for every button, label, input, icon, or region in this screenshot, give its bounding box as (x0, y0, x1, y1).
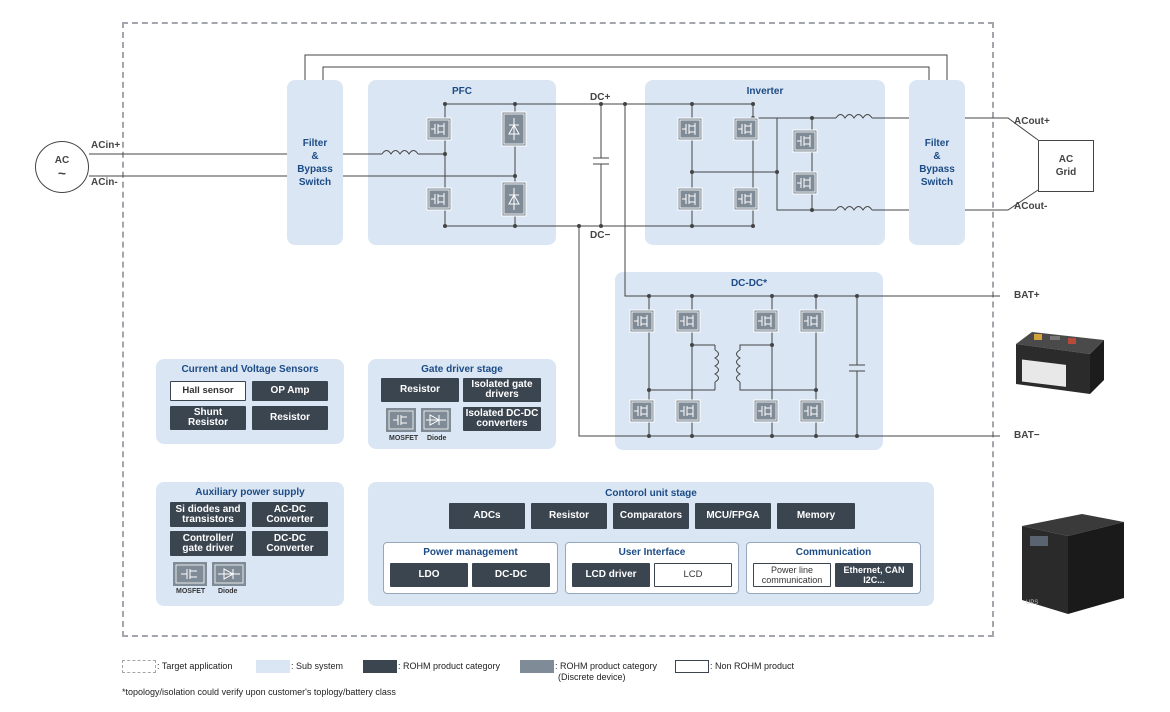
aux-mosfet-icon (173, 562, 207, 586)
hall-sensor-box: Hall sensor (170, 381, 246, 401)
control-resistor-box: Resistor (531, 503, 607, 529)
gate-diode-icon (421, 408, 451, 432)
communication-title: Communication (795, 547, 872, 558)
gate-diode-label: Diode (427, 435, 447, 442)
bat-minus-label: BAT− (1014, 430, 1040, 441)
filter-bypass-left-panel (287, 80, 343, 245)
inverter-panel: Inverter (645, 80, 885, 245)
dcdc-panel: DC-DC* (615, 272, 883, 450)
legend-non-rohm-swatch (675, 660, 709, 673)
legend-non-rohm-label: : Non ROHM product (710, 661, 795, 671)
ac-in-plus-label: ACin+ (91, 140, 121, 151)
pm-dc-dc-box: DC-DC (472, 563, 550, 587)
pfc-title: PFC (452, 86, 472, 97)
comparators-box: Comparators (613, 503, 689, 529)
legend-target-label: : Target application (157, 661, 233, 671)
ac-out-plus-label: ACout+ (1014, 116, 1050, 127)
target-application-boundary (122, 22, 994, 637)
adcs-box: ADCs (449, 503, 525, 529)
ac-in-minus-label: ACin- (91, 177, 118, 188)
aux-diode-label: Diode (218, 588, 238, 595)
gate-driver-panel: Gate driver stage (368, 359, 556, 449)
sensors-title: Current and Voltage Sensors (181, 364, 319, 375)
battery-image (1016, 332, 1104, 394)
power-management-title: Power management (423, 547, 518, 558)
legend-rohm-swatch (363, 660, 397, 673)
legend-discrete-swatch (520, 660, 554, 673)
sensors-panel: Current and Voltage Sensors (156, 359, 344, 444)
aux-title: Auxiliary power supply (195, 487, 305, 498)
lcd-box: LCD (654, 563, 732, 587)
ups-image: UPS (1022, 514, 1124, 614)
op-amp-box: OP Amp (252, 381, 328, 401)
ac-source-symbol: AC ~ (35, 141, 89, 193)
legend-target-swatch (122, 660, 156, 673)
aux-mosfet-label: MOSFET (176, 588, 206, 595)
ac-out-minus-label: ACout- (1014, 201, 1048, 212)
user-interface-title: User Interface (618, 547, 686, 558)
legend-discrete-label: : ROHM product category(Discrete device) (555, 661, 658, 682)
legend-sub-label: : Sub system (291, 661, 344, 671)
ups-brand-label: UPS (1026, 600, 1038, 606)
sensor-resistor-box: Resistor (252, 406, 328, 430)
ac-grid-box: AC Grid (1038, 140, 1094, 192)
dc-minus-label: DC− (590, 230, 611, 241)
inverter-title: Inverter (746, 86, 784, 97)
aux-diode-icon (212, 562, 246, 586)
gate-resistor-box: Resistor (381, 378, 459, 402)
ldo-box: LDO (390, 563, 468, 587)
gate-mosfet-label: MOSFET (389, 435, 419, 442)
legend-rohm-label: : ROHM product category (398, 661, 501, 671)
dc-plus-label: DC+ (590, 92, 611, 103)
legend-sub-swatch (256, 660, 290, 673)
memory-box: Memory (777, 503, 855, 529)
footnote: *topology/isolation could verify upon cu… (122, 687, 396, 697)
control-title: Contorol unit stage (605, 488, 697, 499)
gate-driver-title: Gate driver stage (421, 364, 503, 375)
pfc-panel: PFC (368, 80, 556, 245)
controller-gate-driver-box: Controller/gate driver (170, 531, 246, 556)
gate-mosfet-icon (386, 408, 416, 432)
dcdc-title: DC-DC* (730, 278, 768, 289)
mcu-fpga-box: MCU/FPGA (695, 503, 771, 529)
bat-plus-label: BAT+ (1014, 290, 1040, 301)
filter-bypass-right-panel (909, 80, 965, 245)
lcd-driver-box: LCD driver (572, 563, 650, 587)
